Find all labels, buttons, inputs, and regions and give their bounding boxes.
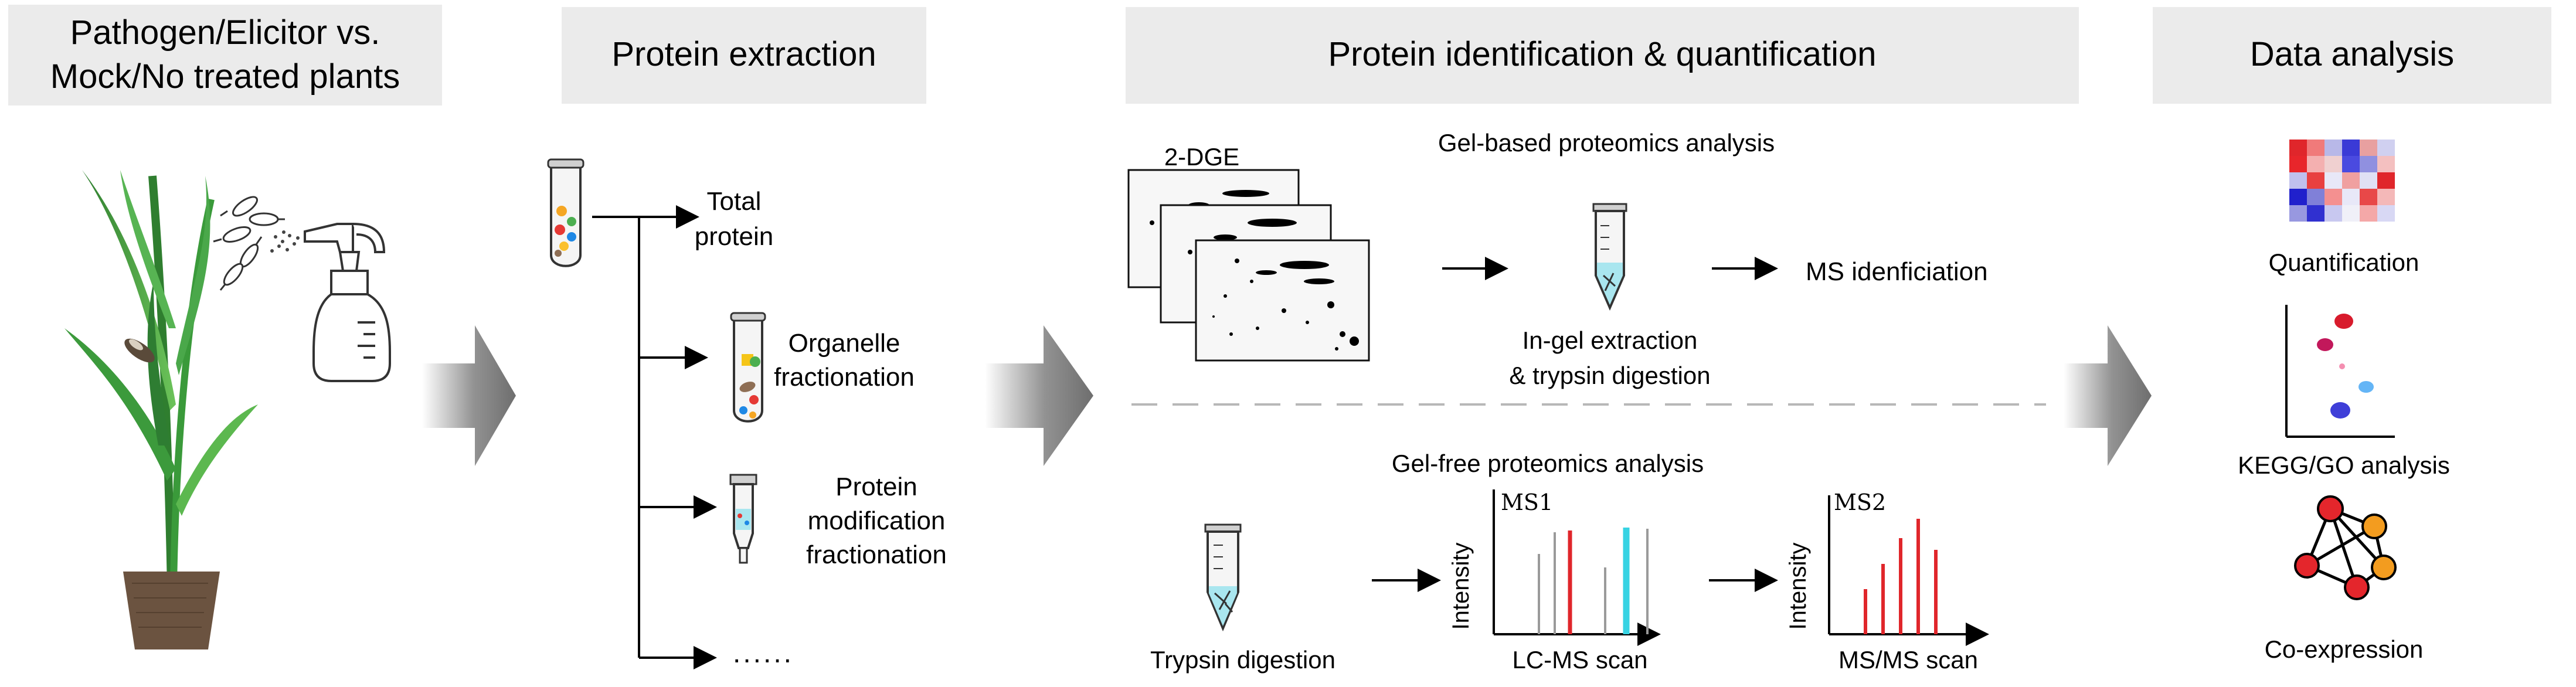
scatter-plot-icon (2285, 305, 2395, 438)
label-in-gel-extraction-line2: & trypsin digestion (1509, 362, 1710, 389)
label-modification-line1: Protein (835, 472, 917, 501)
flow-arrow-1 (422, 325, 516, 466)
header-stage1-line2: Mock/No treated plants (50, 57, 400, 96)
spin-column-icon (729, 474, 757, 564)
label-organelle-line2: fractionation (774, 363, 915, 392)
label-modification-line3: fractionation (806, 540, 947, 569)
label-ms-identification: MS idenficiation (1806, 257, 1988, 286)
ms1-y-axis-label: Intensity (1448, 543, 1474, 630)
label-trypsin-digestion: Trypsin digestion (1150, 646, 1335, 674)
pot-pattern (132, 583, 208, 628)
ms2-y-axis-label: Intensity (1785, 543, 1811, 630)
label-lcms-scan: LC-MS scan (1512, 646, 1647, 674)
gel-based-title: Gel-based proteomics analysis (1438, 129, 1775, 157)
flow-arrow-2 (985, 325, 1093, 466)
heatmap-icon (2289, 140, 2395, 222)
plant-illustration (64, 170, 258, 587)
flow-arrow-3 (2064, 325, 2152, 466)
header-stage2-bg (562, 7, 926, 104)
label-modification-line2: modification (808, 506, 946, 535)
spray-bottle-icon (304, 223, 391, 382)
label-msms-scan: MS/MS scan (1838, 646, 1978, 674)
centrifuge-tube-icon (730, 312, 766, 423)
pathogen-spore-icon (213, 196, 285, 291)
ms2-spectrum (1828, 495, 1989, 646)
ms1-spectrum (1493, 489, 1661, 646)
label-2dge: 2-DGE (1164, 143, 1239, 171)
header-stage4: Data analysis (2250, 35, 2454, 73)
gel-plate-3 (1195, 239, 1370, 362)
label-total-protein-line2: protein (695, 222, 774, 251)
label-more-methods: ...... (733, 638, 794, 669)
insect-icon (124, 338, 155, 363)
label-ms1: MS1 (1501, 489, 1553, 515)
label-in-gel-extraction-line1: In-gel extraction (1523, 327, 1698, 354)
gel-free-title: Gel-free proteomics analysis (1392, 450, 1704, 477)
label-kegg-go: KEGG/GO analysis (2238, 451, 2450, 479)
header-stage1-line1: Pathogen/Elicitor vs. (70, 13, 380, 52)
header-stage3: Protein identification & quantification (1328, 35, 1876, 73)
label-total-protein-line1: Total (707, 187, 762, 216)
header-stage4-bg (2153, 7, 2551, 104)
header-stage3-bg (1126, 7, 2079, 104)
in-gel-tube-icon (1592, 203, 1627, 311)
sample-tube-icon (547, 158, 584, 267)
plant-pot (123, 572, 220, 649)
label-ms2: MS2 (1834, 489, 1886, 515)
header-stage1-bg (8, 5, 442, 106)
gel-plates (1127, 169, 1370, 362)
network-icon (2294, 495, 2397, 600)
label-organelle-line1: Organelle (789, 329, 900, 358)
label-quantification: Quantification (2269, 249, 2419, 276)
label-co-expression: Co-expression (2265, 635, 2424, 663)
spray-mist (270, 230, 300, 253)
trypsin-tube-icon (1204, 523, 1242, 632)
extraction-branch-lines (592, 205, 717, 669)
header-stage2: Protein extraction (611, 35, 876, 73)
